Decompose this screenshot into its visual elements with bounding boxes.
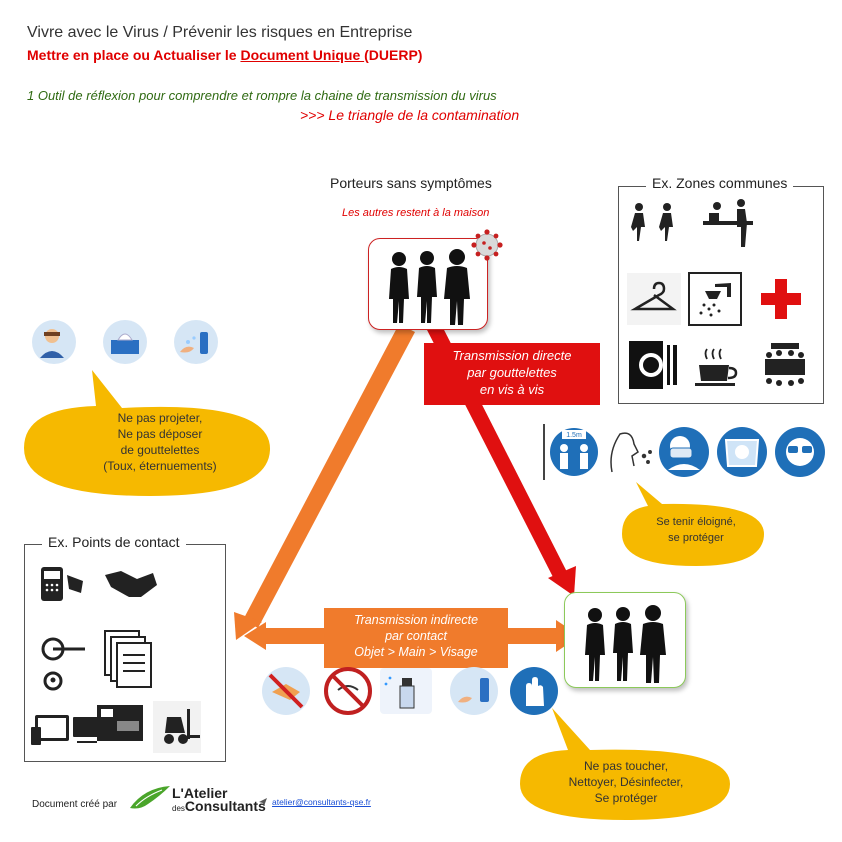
- common-zones-label: Ex. Zones communes: [646, 175, 794, 191]
- restaurant-icon: [629, 341, 677, 389]
- hand-sanitizer-icon: [450, 667, 498, 715]
- common-zones-box: [618, 186, 824, 404]
- distance-line-2: se protéger: [668, 532, 724, 544]
- contact-prevention-icons: [262, 667, 558, 715]
- devices-icon: [31, 715, 101, 745]
- distance-protection-icons: 1.5m: [543, 424, 825, 480]
- people-exposed-card: [564, 592, 686, 688]
- no-face-touch-icon: [324, 667, 372, 715]
- created-by-text: Document créé par: [32, 799, 118, 810]
- no-handshake-icon: [262, 667, 310, 715]
- indirect-transmission-label: Transmission indirecte par contact Objet…: [324, 608, 508, 668]
- reception-desk-icon: [703, 199, 753, 247]
- walking-people-icon: [631, 203, 673, 241]
- hand-washing-icon: [174, 320, 218, 364]
- payment-terminal-icon: [41, 567, 83, 601]
- brand-name: L'Atelier desConsultants: [172, 785, 266, 815]
- door-handle-icon: [41, 637, 85, 691]
- direct-line-2: par gouttelettes: [467, 365, 557, 380]
- indirect-line-3: Objet > Main > Visage: [354, 645, 478, 659]
- brand-line-2-small: des: [172, 804, 185, 813]
- arrow-head-left: [244, 622, 266, 650]
- common-zones-icons: [627, 199, 805, 389]
- people-silhouettes-icon: [585, 605, 666, 683]
- gloves-icon: [510, 667, 558, 715]
- documents-icon: [104, 630, 152, 688]
- contact-points-label: Ex. Points de contact: [42, 534, 186, 550]
- intro-text: 1 Outil de réflexion pour comprendre et …: [27, 88, 497, 103]
- page-title: Vivre avec le Virus / Prévenir les risqu…: [27, 24, 413, 41]
- subtitle-prefix: Mettre en place ou Actualiser le: [27, 47, 241, 63]
- droplet-line-2: Ne pas déposer: [117, 427, 203, 441]
- brand-line-2-main: Consultants: [184, 798, 266, 814]
- brand-line-2: desConsultants: [172, 798, 266, 815]
- droplet-line-3: de gouttelettes: [120, 443, 200, 457]
- safety-goggles-icon: [775, 427, 825, 477]
- touch-callout-bubble: [520, 708, 730, 820]
- brand-line-1: L'Atelier: [172, 785, 228, 801]
- carriers-subtitle: Les autres restent à la maison: [342, 207, 490, 219]
- people-silhouettes-icon: [389, 249, 470, 325]
- droplet-callout-bubble: [24, 370, 271, 496]
- spray-disinfect-icon: [380, 668, 432, 714]
- distance-line-1: Se tenir éloigné,: [656, 516, 736, 528]
- virus-icon: [471, 229, 503, 261]
- distance-sign: 1.5m: [566, 432, 582, 439]
- sneeze-face-icon: [610, 432, 652, 473]
- touch-callout: Ne pas toucher, Nettoyer, Désinfecter, S…: [556, 758, 696, 806]
- distance-callout-bubble: [622, 482, 764, 566]
- tissue-box-icon: [103, 320, 147, 364]
- face-shield-icon: [717, 427, 767, 477]
- face-mask-icon: [659, 427, 709, 477]
- page-subtitle: Mettre en place ou Actualiser le Documen…: [27, 47, 422, 63]
- send-icon: [259, 798, 267, 806]
- contact-points-box: [24, 544, 226, 762]
- document-unique-link[interactable]: Document Unique: [240, 47, 365, 63]
- carriers-title: Porteurs sans symptômes: [330, 175, 492, 191]
- indirect-line-2: par contact: [385, 629, 447, 643]
- distance-1-5m-icon: 1.5m: [550, 428, 598, 476]
- first-aid-icon: [761, 279, 801, 319]
- carriers-people-card: [368, 229, 503, 330]
- meeting-room-icon: [765, 343, 805, 386]
- direct-transmission-label: Transmission directe par gouttelettes en…: [424, 343, 600, 405]
- machine-icon: [97, 705, 143, 741]
- forklift-icon: [153, 701, 201, 753]
- contact-points-icons: [31, 567, 201, 753]
- coffee-cup-icon: [695, 348, 738, 386]
- droplet-line-1: Ne pas projeter,: [117, 411, 203, 425]
- droplet-prevention-icons: [32, 320, 218, 364]
- touch-line-1: Ne pas toucher,: [583, 759, 669, 773]
- arrow-carriers-to-contact: [243, 324, 415, 628]
- touch-line-3: Se protéger: [594, 791, 658, 805]
- subtitle-suffix: (DUERP): [364, 47, 423, 63]
- coughing-person-icon: [32, 320, 76, 364]
- direct-line-3: en vis à vis: [479, 382, 545, 397]
- droplet-callout: Ne pas projeter, Ne pas déposer de goutt…: [60, 410, 260, 474]
- arrow-head-contact: [234, 612, 262, 640]
- touch-line-2: Nettoyer, Désinfecter,: [568, 775, 684, 789]
- direct-line-1: Transmission directe: [452, 348, 572, 363]
- distance-callout: Se tenir éloigné, se protéger: [636, 514, 756, 546]
- handshake-icon: [105, 571, 157, 597]
- hanger-icon: [630, 281, 677, 311]
- brand-logo-icon: [130, 786, 170, 809]
- indirect-line-1: Transmission indirecte: [353, 613, 479, 627]
- droplet-line-4: (Toux, éternuements): [103, 459, 217, 473]
- arrow-head-direct: [548, 566, 576, 596]
- shower-icon: [699, 283, 731, 317]
- email-link[interactable]: atelier@consultants-qse.fr: [272, 797, 371, 807]
- triangle-title: >>> Le triangle de la contamination: [300, 107, 520, 123]
